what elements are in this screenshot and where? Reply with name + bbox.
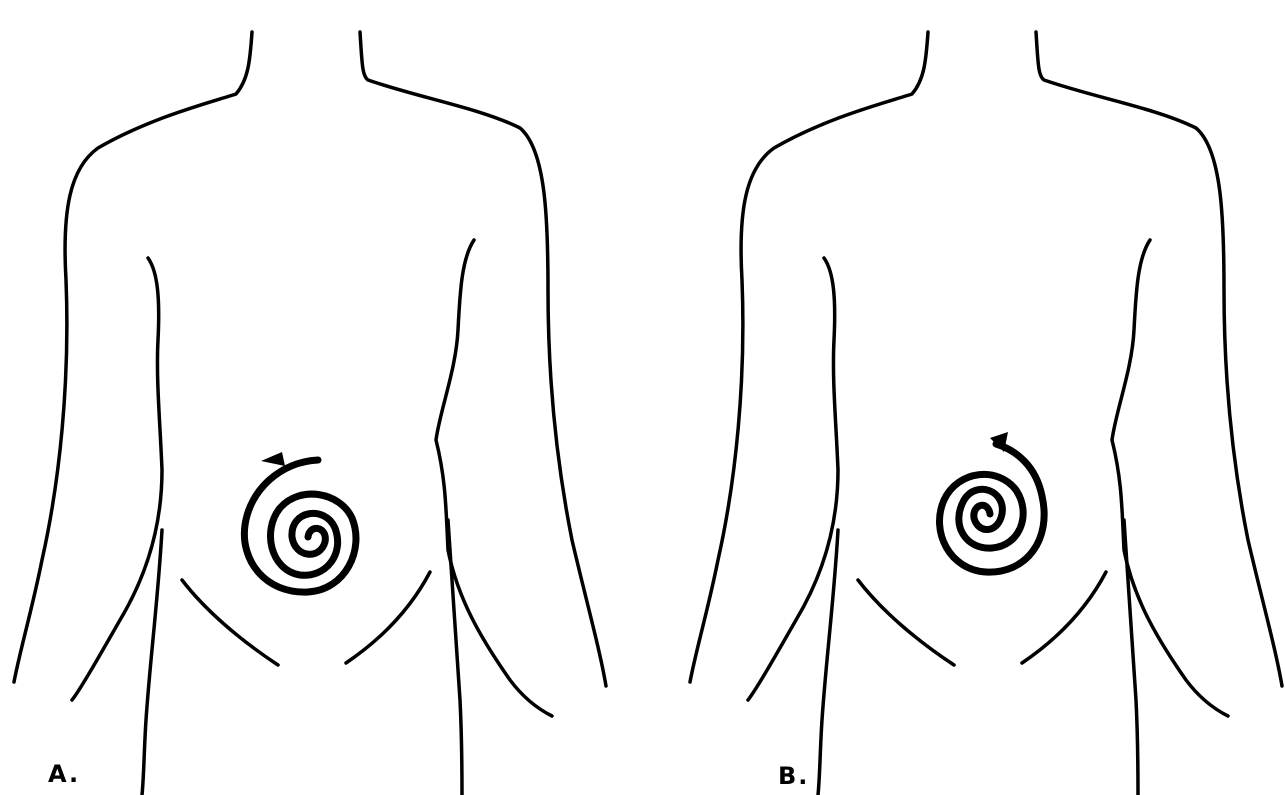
panel-label-a: A. [48,760,80,788]
torso-outline-b [690,32,1282,795]
panel-b [690,32,1282,795]
torso-outline-a [14,32,606,795]
panel-a [14,32,606,795]
arrow-head-a [261,452,285,466]
counterclockwise-spiral-b [940,444,1045,572]
clockwise-spiral-a [244,460,356,592]
panel-label-b: B. [778,762,809,790]
